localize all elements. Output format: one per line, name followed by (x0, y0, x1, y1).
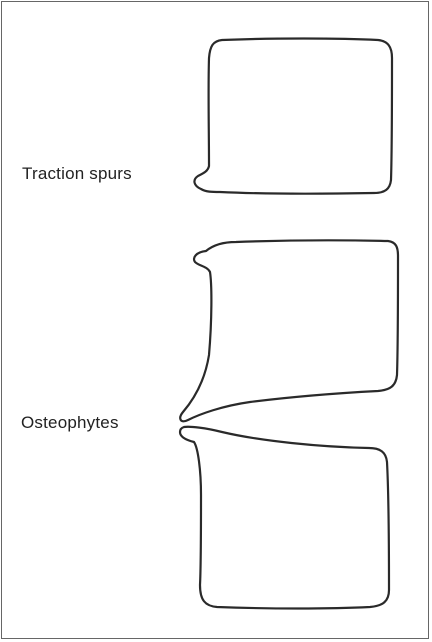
vertebra-top-outline (193, 37, 394, 195)
vertebra-middle-outline (179, 239, 400, 423)
vertebra-bottom-outline (178, 425, 391, 610)
label-osteophytes: Osteophytes (21, 413, 119, 432)
label-traction-spurs: Traction spurs (22, 164, 132, 183)
